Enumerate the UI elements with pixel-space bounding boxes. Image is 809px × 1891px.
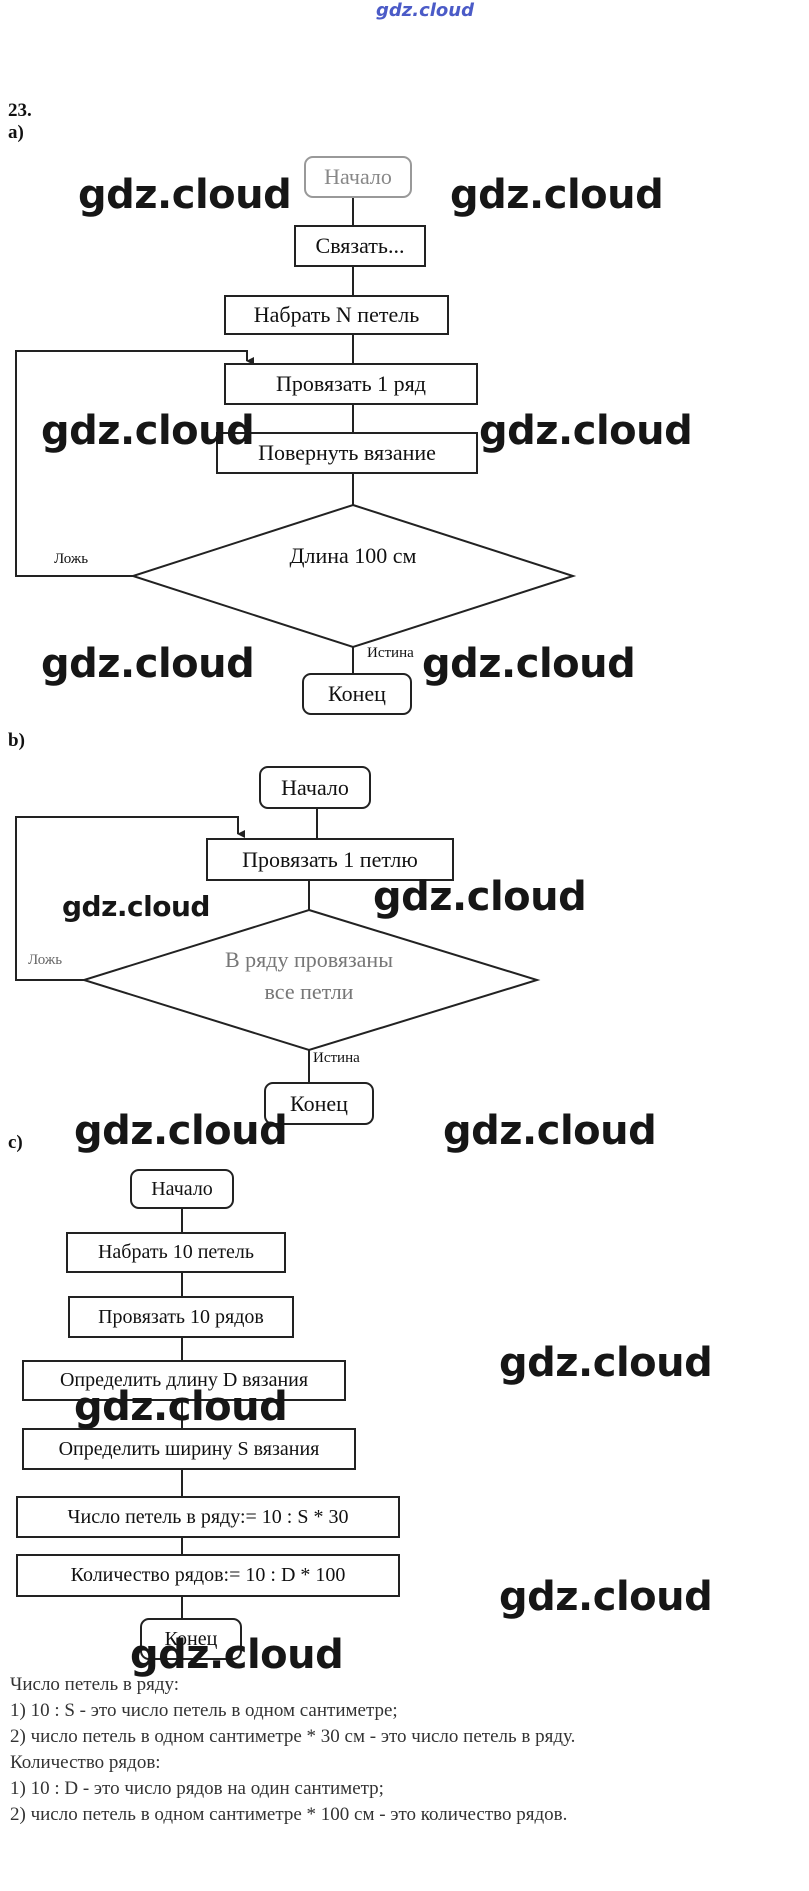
part-c-step-cast-on: Набрать 10 петель <box>66 1232 286 1273</box>
watermark: gdz.cloud <box>41 641 255 687</box>
part-c-step-stitches-per-row: Число петель в ряду:= 10 : S * 30 <box>16 1496 400 1538</box>
part-b-condition-line2: все петли <box>264 979 354 1004</box>
part-c-step-row-count: Количество рядов:= 10 : D * 100 <box>16 1554 400 1597</box>
part-a-step-turn: Повернуть вязание <box>216 432 478 474</box>
part-b-condition-line1: В ряду провязаны <box>225 947 393 972</box>
watermark: gdz.cloud <box>499 1340 713 1386</box>
part-a-end: Конец <box>302 673 412 715</box>
part-c-start: Начало <box>130 1169 234 1209</box>
part-a-false-label: Ложь <box>54 551 89 567</box>
notes-line-1: Число петель в ряду: <box>10 1674 180 1695</box>
part-a-step-cast-on: Набрать N петель <box>224 295 449 335</box>
watermark: gdz.cloud <box>450 172 664 218</box>
problem-number: 23. <box>8 100 32 121</box>
watermark: gdz.cloud <box>41 408 255 454</box>
notes-line-2: 1) 10 : S - это число петель в одном сан… <box>10 1700 398 1721</box>
watermark: gdz.cloud <box>422 641 636 687</box>
part-a-step-bind: Связать... <box>294 225 426 267</box>
part-c-end: Конец <box>140 1618 242 1660</box>
part-a-true-label: Истина <box>367 645 414 661</box>
part-a-step-knit-row: Провязать 1 ряд <box>224 363 478 405</box>
part-b-false-label: Ложь <box>28 952 63 968</box>
explanation-notes: Число петель в ряду: 1) 10 : S - это чис… <box>10 1672 800 1828</box>
part-a-label: a) <box>8 122 24 143</box>
watermark: gdz.cloud <box>74 1108 288 1154</box>
notes-line-5: 1) 10 : D - это число рядов на один сант… <box>10 1778 384 1799</box>
watermark: gdz.cloud <box>62 890 210 923</box>
watermark: gdz.cloud <box>74 1384 288 1430</box>
watermark: gdz.cloud <box>373 874 587 920</box>
notes-line-4: Количество рядов: <box>10 1752 161 1773</box>
part-a-condition: Длина 100 см <box>289 543 417 568</box>
part-a-start: Начало <box>304 156 412 198</box>
part-b-label: b) <box>8 730 25 751</box>
watermark: gdz.cloud <box>499 1574 713 1620</box>
watermark: gdz.cloud <box>443 1108 657 1154</box>
part-c-step-knit-rows: Провязать 10 рядов <box>68 1296 294 1338</box>
watermark: gdz.cloud <box>78 172 292 218</box>
part-c-step-measure-width: Определить ширину S вязания <box>22 1428 356 1470</box>
watermark: gdz.cloud <box>130 1632 344 1678</box>
part-b-start: Начало <box>259 766 371 809</box>
notes-line-6: 2) число петель в одном сантиметре * 100… <box>10 1804 568 1825</box>
site-logo[interactable]: gdz.cloud <box>376 0 474 21</box>
part-c-step-measure-length: Определить длину D вязания <box>22 1360 346 1401</box>
part-b-true-label: Истина <box>313 1050 360 1066</box>
part-c-label: c) <box>8 1132 23 1153</box>
part-b-step-knit-stitch: Провязать 1 петлю <box>206 838 454 881</box>
notes-line-3: 2) число петель в одном сантиметре * 30 … <box>10 1726 576 1747</box>
part-b-end: Конец <box>264 1082 374 1125</box>
watermark: gdz.cloud <box>479 408 693 454</box>
